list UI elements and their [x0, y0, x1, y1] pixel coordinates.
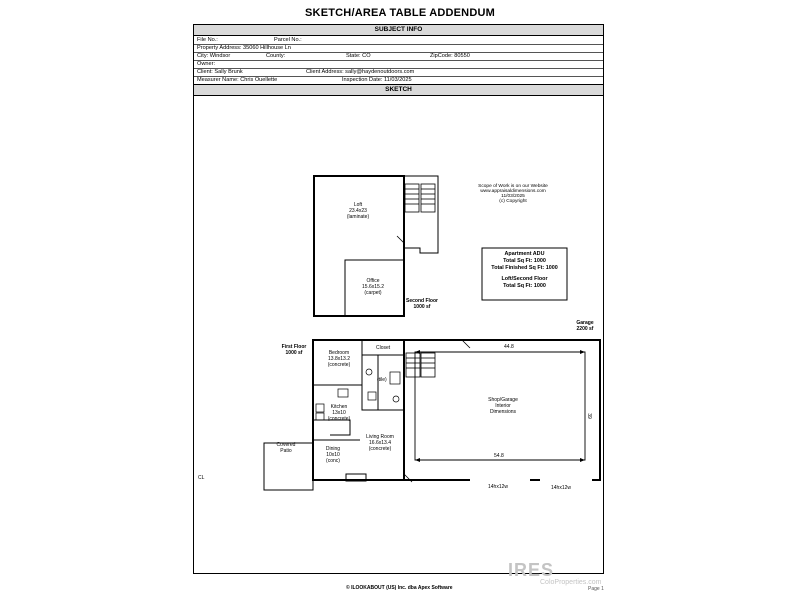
dining-dim: 10x10	[326, 452, 340, 458]
info-row-3: City: Windsor County: State: CO ZipCode:…	[194, 52, 603, 61]
ires-watermark-sub: ColoProperties.com	[540, 579, 602, 586]
loft-floor: (laminate)	[346, 214, 370, 220]
info-row-1: File No.: Parcel No.:	[194, 36, 603, 45]
info-row-2: Property Address: 35060 Hillhouse Ln	[194, 44, 603, 53]
property-address: Property Address: 35060 Hillhouse Ln	[197, 45, 291, 51]
sketch-header: SKETCH	[194, 84, 603, 96]
summary-box	[481, 247, 568, 301]
parcel-no: Parcel No.:	[274, 37, 302, 43]
cl-label: CL	[198, 475, 205, 481]
dim-bottom: 54.8	[494, 453, 504, 459]
measurer-name: Measurer Name: Chris Ouellette	[197, 77, 278, 83]
first-floor-area: 1000 sf	[285, 350, 303, 356]
summary-line-3: Total Finished Sq Ft: 1000	[491, 265, 558, 271]
loft-dim: 23.4x23	[349, 208, 367, 214]
kitchen-label: Kitchen 13x10 (concrete)	[322, 404, 356, 422]
footer-copyright: © ILOOKABOUT (US) Inc. dba Apex Software	[346, 585, 453, 591]
scope-line-1: Scope of Work is on our Website	[478, 184, 548, 189]
loft-label: Loft 23.4x23 (laminate)	[336, 202, 380, 220]
patio-name: Covered	[276, 442, 296, 448]
bedroom-floor: (concrete)	[327, 362, 351, 368]
garage-door-1: 14hx12w	[488, 484, 509, 490]
subject-info-header: SUBJECT INFO	[194, 25, 603, 36]
loft-name: Loft	[353, 202, 363, 208]
bath-walls	[361, 355, 404, 411]
dim-top: 44.8	[504, 344, 514, 350]
living-floor: (concrete)	[368, 446, 392, 452]
bedroom-label: Bedroom 13.8x13.2 (concrete)	[318, 350, 360, 368]
state: State: CO	[346, 53, 371, 59]
info-row-5: Client: Sally Brunk Client Address: sall…	[194, 68, 603, 77]
office-floor: (carpet)	[364, 290, 382, 296]
summary-line-1: Apartment ADU	[504, 251, 545, 257]
summary-line-5: Total Sq Ft: 1000	[503, 283, 546, 289]
covered-patio-outline	[263, 442, 314, 491]
client: Client: Sally Brunk	[197, 69, 243, 75]
ires-watermark: IRES	[508, 560, 555, 580]
fireplace	[345, 473, 367, 482]
dining-label: Dining 10x10 (conc)	[316, 446, 350, 464]
loft-stair-landing	[404, 175, 439, 254]
loft-stairs	[404, 183, 436, 213]
page-number: Page 1	[588, 586, 604, 592]
first-floor-name: First Floor	[281, 344, 307, 350]
dining-name: Dining	[325, 446, 341, 452]
garage-label: Garage 2200 sf	[570, 320, 600, 332]
page-title: SKETCH/AREA TABLE ADDENDUM	[305, 7, 495, 19]
kitchen-name: Kitchen	[330, 404, 348, 410]
garage-door-swing	[403, 339, 471, 483]
summary-line-4: Loft/Second Floor	[501, 276, 548, 282]
loft-door	[396, 235, 405, 244]
living-name: Living Room	[366, 434, 394, 440]
garage-door-2: 14hx12w	[551, 485, 572, 491]
dining-floor: (conc)	[326, 458, 340, 464]
shop-sub-1: Interior	[495, 403, 511, 409]
kitchen-floor: (concrete)	[327, 416, 351, 422]
shop-garage-label: Shop/Garage Interior Dimensions	[480, 397, 526, 415]
info-row-4: Owner:	[194, 60, 603, 69]
shop-sub-2: Dimensions	[489, 409, 517, 415]
kitchen-dim: 13x10	[332, 410, 346, 416]
scope-line-2: www.appraisaldimensions.com	[480, 189, 546, 194]
office-outline	[344, 259, 405, 317]
bedroom-name: Bedroom	[328, 350, 350, 356]
second-floor-label: Second Floor 1000 sf	[400, 298, 444, 310]
client-address: Client Address: sally@haydenoutdoors.com	[306, 69, 415, 75]
inspection-date: Inspection Date: 11/03/2025	[342, 77, 412, 83]
tile-label: (tile)	[377, 377, 387, 383]
patio-name-2: Patio	[280, 448, 292, 454]
dim-right: 39	[585, 413, 592, 419]
office-name: Office	[366, 278, 380, 284]
living-dim: 16.6x13.4	[369, 440, 391, 446]
city: City: Windsor	[197, 53, 231, 59]
file-no: File No.:	[197, 37, 218, 43]
shop-name: Shop/Garage	[488, 397, 518, 403]
office-dim: 15.6x15.2	[362, 284, 384, 290]
office-label: Office 15.6x15.2 (carpet)	[351, 278, 395, 296]
garage-area: 2200 sf	[576, 326, 594, 332]
county: County:	[266, 53, 286, 59]
summary-line-2: Total Sq Ft: 1000	[503, 258, 546, 264]
zipcode: ZipCode: 80550	[430, 53, 470, 59]
scope-note: Scope of Work is on our Website www.appr…	[470, 184, 556, 204]
kitchen-fixtures	[315, 388, 349, 421]
second-floor-name: Second Floor	[406, 298, 438, 304]
area-summary: Apartment ADU Total Sq Ft: 1000 Total Fi…	[483, 251, 566, 290]
scope-line-4: (c) Copyright	[499, 199, 527, 204]
second-floor-area: 1000 sf	[413, 304, 431, 310]
kitchen-wall	[313, 419, 351, 436]
first-floor-label: First Floor 1000 sf	[276, 344, 312, 356]
addendum-form: SUBJECT INFO File No.: Parcel No.: Prope…	[193, 24, 604, 574]
living-room-label: Living Room 16.6x13.4 (concrete)	[358, 434, 402, 452]
garage-name: Garage	[576, 320, 594, 326]
bath-fixtures	[365, 368, 401, 403]
covered-patio-label: Covered Patio	[268, 442, 304, 454]
closet-label: Closet	[376, 345, 391, 351]
scope-line-3: 11/03/2025	[501, 194, 525, 199]
owner: Owner:	[197, 61, 216, 67]
bedroom-dim: 13.8x13.2	[328, 356, 350, 362]
garage-stairs	[405, 352, 436, 378]
